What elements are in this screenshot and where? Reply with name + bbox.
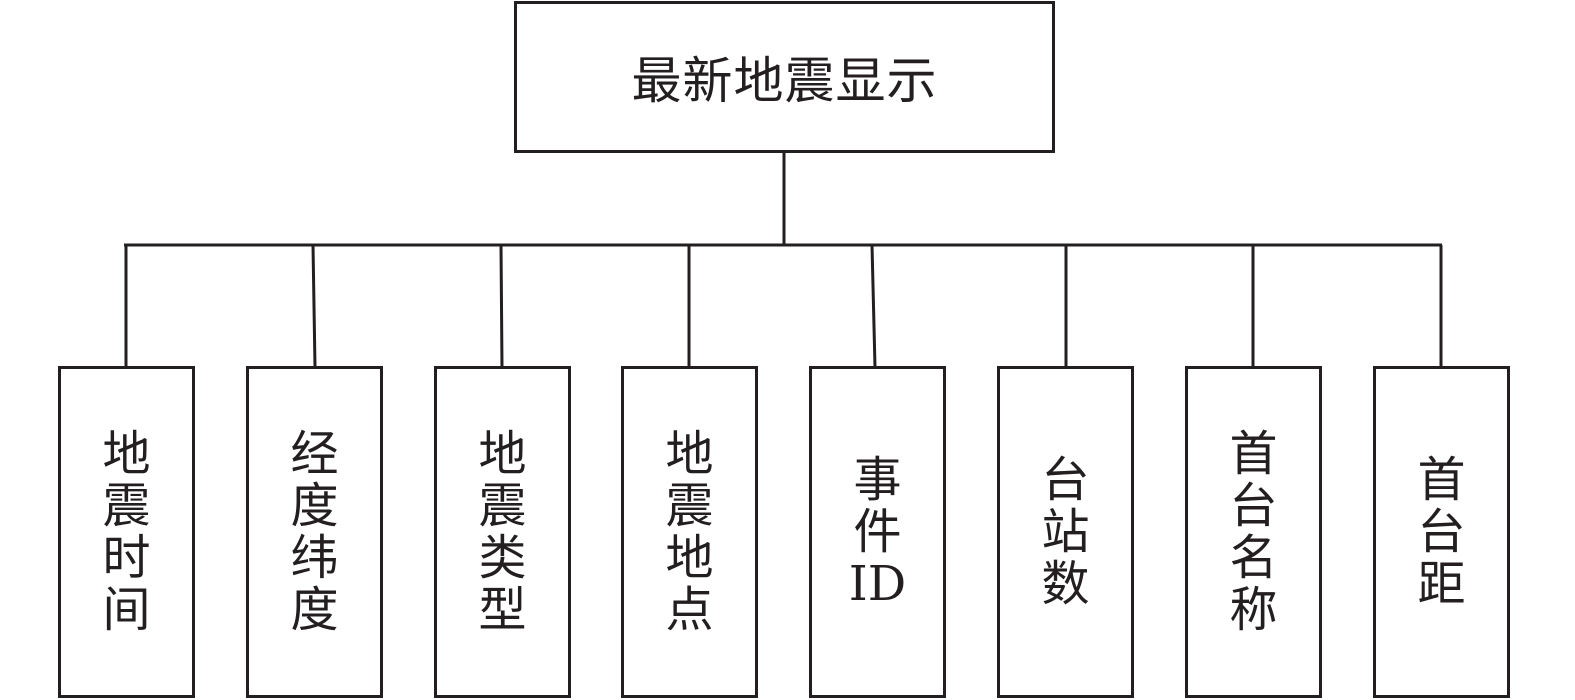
child-node-station-count: 台 站 数	[997, 366, 1134, 698]
child-node-earthquake-location: 地 震 地 点	[621, 366, 758, 698]
root-node: 最新地震显示	[514, 1, 1055, 153]
child-connector-2	[311, 244, 317, 368]
child-node-event-id: 事 件 ID	[809, 366, 946, 698]
child-node-earthquake-time: 地 震 时 间	[58, 366, 195, 698]
child-node-label: 地 震 类 型	[478, 426, 527, 638]
root-node-label: 最新地震显示	[631, 52, 938, 110]
child-node-first-station-name: 首 台 名 称	[1185, 366, 1322, 698]
child-node-label: 地 震 时 间	[102, 426, 151, 638]
child-connector-3	[499, 244, 504, 368]
child-node-first-station-distance: 首 台 距	[1373, 366, 1510, 698]
child-node-label: 经 度 纬 度	[290, 426, 339, 638]
child-node-label: 首 台 距	[1417, 452, 1466, 612]
child-node-longitude-latitude: 经 度 纬 度	[246, 366, 383, 698]
child-node-label: 地 震 地 点	[665, 426, 714, 638]
child-node-label: 台 站 数	[1041, 452, 1090, 612]
child-connector-5	[870, 244, 877, 368]
child-node-earthquake-type: 地 震 类 型	[434, 366, 571, 698]
child-node-label: 事 件 ID	[848, 452, 907, 612]
child-node-label: 首 台 名 称	[1229, 426, 1278, 638]
